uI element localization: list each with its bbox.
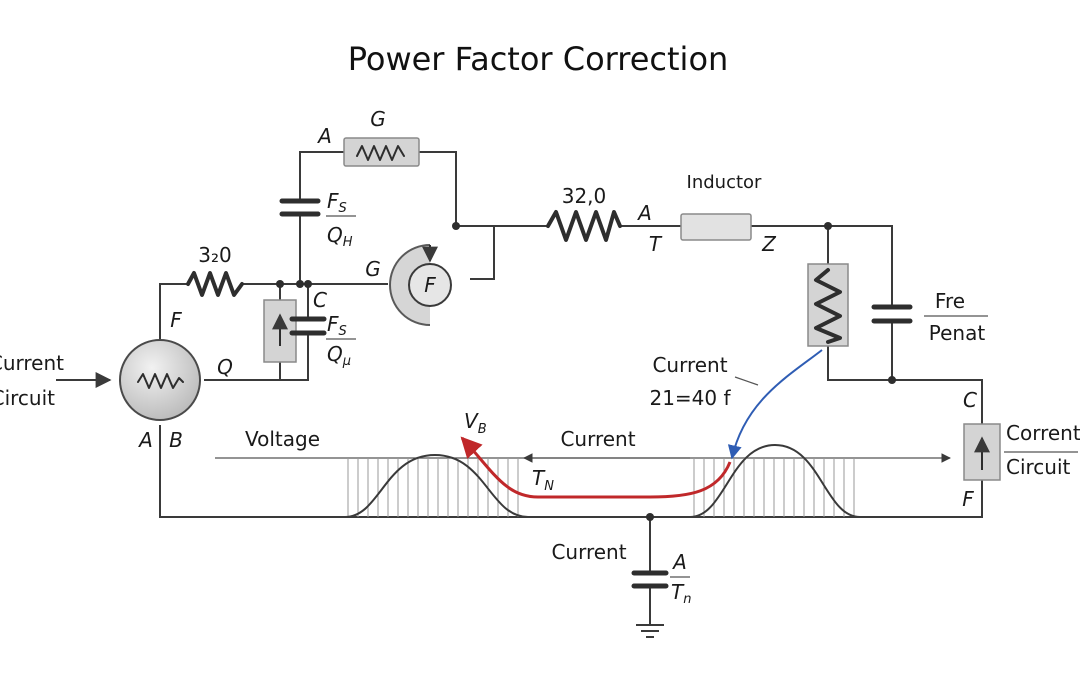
right-cap-numerator: Fre [935, 289, 965, 313]
vertical-resistor [807, 263, 849, 347]
vb-label: VB [464, 409, 487, 437]
current-arrow-label: Current [560, 427, 635, 451]
red-flow-arrow [460, 436, 732, 499]
tn-sub: N [544, 479, 554, 494]
meter-f: F [389, 244, 452, 326]
meter-letter: F [424, 273, 436, 297]
capacitor-right [871, 304, 913, 324]
vb-sub: B [478, 422, 487, 437]
capacitor-mid [289, 316, 327, 336]
node-c-right-label: C [963, 388, 977, 412]
node-a-bottom-label: A [137, 428, 153, 452]
blue-note-arrow [727, 349, 823, 460]
cap-top-denominator: QH [327, 223, 353, 250]
cap-top-den-sub: H [343, 235, 353, 250]
cap-mid-den-letter: Q [327, 342, 343, 366]
ac-source-left [119, 339, 201, 421]
node-z-label: Z [761, 232, 777, 256]
source-input-line2: Circuit [0, 386, 55, 410]
node-t-inductor-label: T [649, 232, 663, 256]
page-title: Power Factor Correction [348, 40, 729, 78]
tn-label: TN [532, 466, 554, 494]
ground-icon [636, 624, 664, 638]
cap-top-num-letter: F [327, 189, 339, 213]
right-cap-denominator: Penat [929, 321, 986, 345]
hatch-lines [347, 458, 855, 517]
current-note-line1: Current [652, 353, 727, 377]
inductor [680, 213, 752, 241]
capacitor-bottom [631, 570, 669, 589]
node-c-mid-label: C [313, 288, 327, 312]
waveform-region [215, 349, 951, 518]
top-resistor [343, 137, 420, 167]
bottom-cap-denominator: Tn [671, 580, 691, 607]
cap-mid-numerator: FS [327, 312, 347, 339]
node-a-top-label: A [316, 124, 332, 148]
capacitor-top [279, 198, 321, 217]
bottom-cap-den-letter: T [671, 580, 685, 604]
node-a-inductor-label: A [636, 201, 652, 225]
series-resistor-value: 32,0 [562, 184, 607, 208]
right-source-line2: Circuit [1006, 455, 1071, 479]
bottom-cap-numerator: A [671, 550, 687, 574]
top-resistor-label: G [370, 107, 386, 131]
cap-top-den-letter: Q [327, 223, 343, 247]
vb-letter: V [464, 409, 479, 433]
left-resistor-value: 3₂0 [198, 243, 231, 267]
right-source-line1: Corrent [1006, 421, 1080, 445]
cap-mid-num-sub: S [339, 324, 347, 339]
node-f-left-label: F [170, 308, 182, 332]
cap-mid-denominator: Qμ [327, 342, 351, 369]
inductor-label: Inductor [687, 172, 763, 193]
left-resistor [186, 271, 244, 297]
right-source-element [963, 423, 1001, 481]
fraction-bars [326, 215, 1078, 578]
series-resistor [546, 210, 622, 242]
cap-top-numerator: FS [327, 189, 347, 216]
node-f-right-label: F [962, 487, 974, 511]
node-b-bottom-label: B [169, 428, 183, 452]
node-g-mid-label: G [365, 257, 381, 281]
bottom-cap-den-sub: n [683, 592, 691, 607]
source-q-label: Q [217, 355, 233, 379]
voltage-label: Voltage [245, 427, 320, 451]
tn-letter: T [532, 466, 546, 490]
cap-mid-den-sub: μ [342, 354, 351, 369]
waveform-hump-left [344, 453, 529, 518]
junction-dots [276, 222, 896, 521]
current-note-line2: 21=40 f [649, 386, 731, 410]
cap-mid-num-letter: F [327, 312, 339, 336]
source-input-line1: Current [0, 351, 64, 375]
bottom-current-label: Current [551, 540, 626, 564]
waveform-hump-right [689, 443, 861, 518]
cap-top-num-sub: S [339, 201, 347, 216]
